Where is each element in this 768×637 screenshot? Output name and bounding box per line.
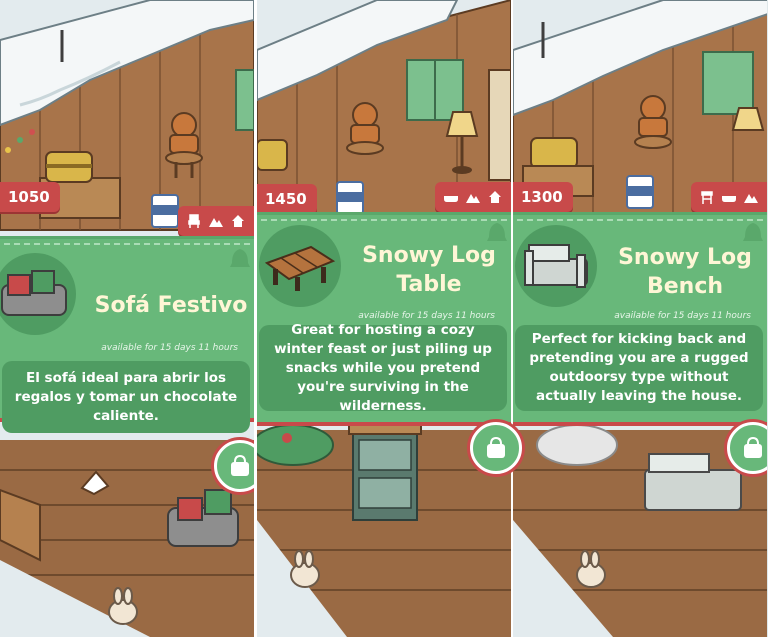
item-description: El sofá ideal para abrir los regalos y t… <box>2 361 250 433</box>
house-icon[interactable] <box>487 189 503 205</box>
panel-divider <box>511 0 514 637</box>
card-dashed-border <box>261 219 507 221</box>
item-card: Snowy Log Table available for 15 days 11… <box>257 212 511 426</box>
buy-button[interactable] <box>214 440 254 492</box>
bell-decoration-icon <box>487 223 507 241</box>
bathtub-icon[interactable] <box>443 189 459 205</box>
price-tag: 1050 <box>0 182 60 212</box>
item-name: Snowy Log Table <box>362 243 496 297</box>
bell-decoration-icon <box>743 223 763 241</box>
availability-text: available for 15 days 11 hours <box>614 311 751 321</box>
log-table-icon <box>264 245 336 291</box>
item-thumbnail <box>0 253 76 335</box>
availability-text: available for 15 days 11 hours <box>101 343 238 353</box>
sofa-icon <box>1 270 67 316</box>
panel-divider <box>254 0 257 637</box>
buy-button[interactable] <box>727 422 767 474</box>
stool-icon[interactable] <box>699 189 715 205</box>
item-card: Snowy Log Bench available for 15 days 11… <box>513 212 767 426</box>
shopping-bag-icon <box>231 454 249 476</box>
cabin-scene <box>257 0 511 637</box>
item-thumbnail <box>259 225 341 307</box>
category-tabs <box>178 206 254 236</box>
item-thumbnail <box>515 225 597 307</box>
buy-button[interactable] <box>470 422 522 474</box>
availability-text: available for 15 days 11 hours <box>358 311 495 321</box>
shop-panel-1: 1050 Sofá Festivo available for 15 days … <box>0 0 254 637</box>
card-dashed-border <box>517 219 763 221</box>
bell-decoration-icon <box>230 249 250 267</box>
house-icon[interactable] <box>230 213 246 229</box>
shop-panel-3: 1300 Snowy Log Bench available for 15 da… <box>513 0 767 637</box>
log-bench-icon <box>524 244 588 288</box>
shop-panel-2: 1450 Snowy Log Table available for 15 da… <box>257 0 511 637</box>
category-tabs <box>435 182 511 212</box>
item-name: Sofá Festivo <box>94 293 248 318</box>
card-dashed-border <box>4 243 250 245</box>
mountain-icon[interactable] <box>465 189 481 205</box>
price-tag: 1300 <box>513 182 573 212</box>
shopping-bag-icon <box>487 436 505 458</box>
shopping-bag-icon <box>744 436 762 458</box>
item-card: Sofá Festivo available for 15 days 11 ho… <box>0 236 254 433</box>
bathtub-icon[interactable] <box>721 189 737 205</box>
category-tabs <box>691 182 767 212</box>
item-description: Great for hosting a cozy winter feast or… <box>259 322 507 414</box>
price-tag: 1450 <box>257 184 317 214</box>
mountain-icon[interactable] <box>743 189 759 205</box>
chair-icon[interactable] <box>186 213 202 229</box>
item-name: Snowy Log Bench <box>618 245 752 299</box>
mountain-icon[interactable] <box>208 213 224 229</box>
item-description: Perfect for kicking back and pretending … <box>515 325 763 411</box>
